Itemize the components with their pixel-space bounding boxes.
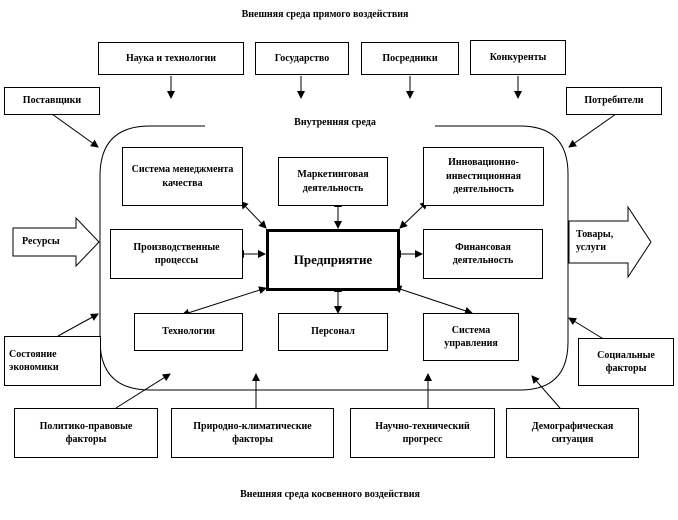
arrow-suppliers: [51, 113, 99, 148]
arrow-economy: [57, 313, 99, 337]
link-quality: [240, 200, 267, 229]
climate-box: Природно-климатические факторы: [171, 408, 334, 458]
link-innovation: [399, 201, 429, 229]
goods-arrow: [568, 205, 652, 279]
intermediaries-box: Посредники: [361, 42, 459, 75]
link-management: [393, 285, 473, 315]
arrow-demographic: [531, 375, 561, 409]
consumers-box: Потребители: [566, 87, 662, 115]
enterprise-box: Предприятие: [266, 229, 400, 291]
link-technology: [181, 286, 267, 317]
technology-box: Технологии: [134, 313, 243, 351]
marketing-box: Маркетинговая деятельность: [278, 157, 388, 206]
science-box: Наука и технологии: [98, 42, 244, 75]
inner-environment-frame: [99, 125, 569, 391]
demographic-box: Демографическая ситуация: [506, 408, 639, 458]
production-box: Производственные процессы: [110, 229, 243, 279]
goods-label: Товары, услуги: [576, 229, 614, 253]
inner-environment-label: Внутренняя среда: [294, 117, 376, 128]
political-box: Политико-правовые факторы: [14, 408, 158, 458]
resources-label: Ресурсы: [22, 236, 60, 247]
competitors-box: Конкуренты: [470, 40, 566, 75]
economy-box: Состояние экономики: [4, 336, 101, 386]
suppliers-box: Поставщики: [4, 87, 100, 115]
arrow-political: [115, 373, 171, 409]
state-box: Государство: [255, 42, 349, 75]
innovation-box: Инновационно-инвестиционная деятельность: [423, 147, 544, 206]
top-title: Внешняя среда прямого воздействия: [241, 9, 409, 20]
arrow-consumers: [568, 113, 617, 148]
management-box: Система управления: [423, 313, 519, 361]
personnel-box: Персонал: [278, 313, 388, 351]
finance-box: Финансовая деятельность: [423, 229, 543, 279]
quality-system-box: Система менеджмента качества: [122, 147, 243, 206]
scitech-box: Научно-технический прогресс: [350, 408, 495, 458]
resources-arrow: [12, 216, 100, 268]
bottom-title: Внешняя среда косвенного воздействия: [240, 489, 420, 500]
social-box: Социальные факторы: [578, 338, 674, 386]
